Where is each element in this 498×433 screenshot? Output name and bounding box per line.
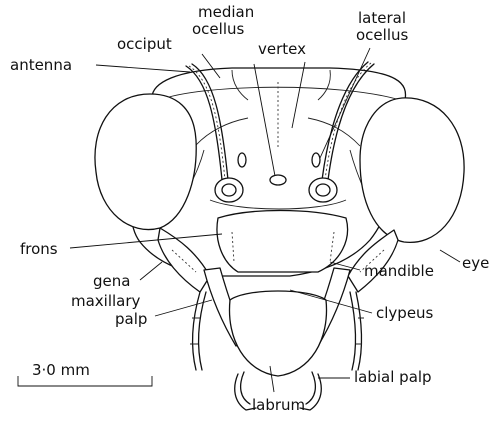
scale-bar: 3·0 mm (18, 361, 152, 386)
label-frons: frons (20, 240, 58, 258)
label-lateral-ocellus-1: lateral (358, 9, 406, 27)
label-mandible: mandible (364, 262, 434, 280)
label-clypeus: clypeus (376, 304, 434, 322)
label-antenna: antenna (10, 56, 72, 74)
label-labial-palp: labial palp (354, 368, 432, 386)
label-occiput: occiput (117, 35, 172, 53)
label-maxillary-palp-2: palp (115, 310, 147, 328)
scale-bar-label: 3·0 mm (32, 361, 90, 379)
label-vertex: vertex (258, 40, 306, 58)
labrum-shape (229, 291, 326, 376)
label-gena: gena (93, 272, 130, 290)
label-eye: eye (462, 254, 489, 272)
label-labrum: labrum (252, 396, 305, 414)
label-median-ocellus-1: median (198, 3, 254, 21)
label-lateral-ocellus-2: ocellus (356, 26, 408, 44)
label-maxillary-palp-1: maxillary (71, 292, 141, 310)
label-median-ocellus-2: ocellus (192, 20, 244, 38)
